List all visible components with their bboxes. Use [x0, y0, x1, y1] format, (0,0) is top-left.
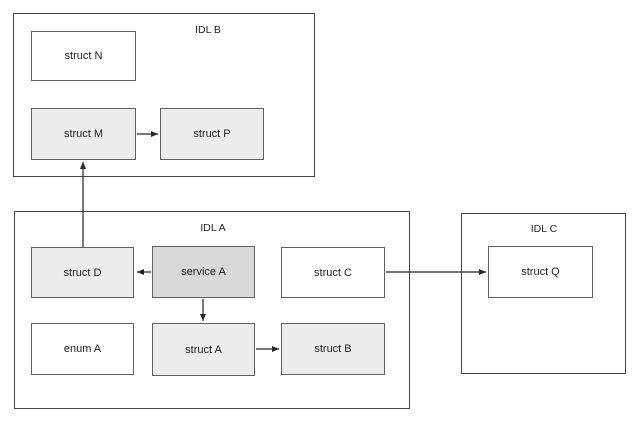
node-struct-b-label: struct B — [314, 343, 352, 355]
node-struct-c: struct C — [281, 247, 385, 298]
node-struct-m: struct M — [31, 108, 136, 160]
container-idl-c — [461, 213, 626, 374]
container-idl-a — [14, 211, 410, 409]
node-struct-m-label: struct M — [63, 128, 104, 140]
node-struct-n: struct N — [31, 31, 136, 81]
node-struct-a-label: struct A — [185, 343, 222, 356]
node-struct-p-label: struct P — [193, 128, 231, 140]
node-struct-c-label: struct C — [314, 266, 352, 279]
node-enum-a-label: enum A — [63, 343, 102, 355]
node-enum-a: enum A — [31, 323, 134, 375]
node-struct-q: struct Q — [488, 246, 593, 298]
container-idl-b-label: IDL B — [195, 24, 221, 36]
node-struct-d-label: struct D — [63, 266, 102, 279]
node-service-a-label: service A — [181, 266, 226, 278]
node-struct-d: struct D — [31, 247, 134, 298]
node-service-a: service A — [152, 246, 255, 298]
container-idl-c-label: IDL C — [530, 223, 558, 235]
node-struct-b: struct B — [281, 323, 385, 375]
node-struct-n-label: struct N — [64, 50, 103, 62]
node-struct-p: struct P — [160, 108, 264, 160]
container-idl-a-label: IDL A — [200, 222, 226, 234]
container-idl-b — [13, 13, 315, 177]
node-struct-q-label: struct Q — [521, 266, 560, 278]
node-struct-a: struct A — [152, 323, 255, 376]
